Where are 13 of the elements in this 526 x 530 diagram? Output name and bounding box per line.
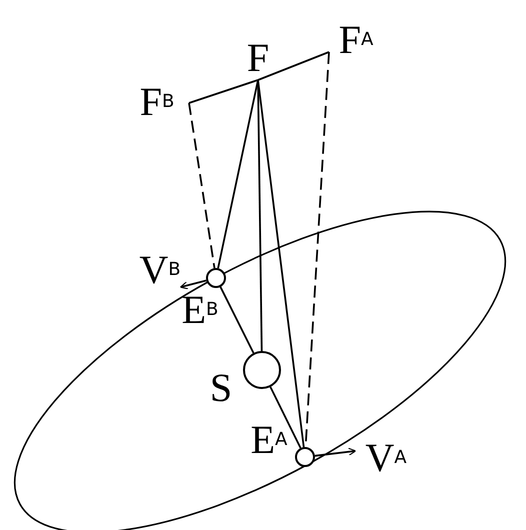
dashed-line <box>188 102 216 268</box>
arrow <box>180 280 207 290</box>
point-label: F <box>242 36 274 80</box>
point-label: S <box>208 366 234 410</box>
line <box>270 386 302 448</box>
circle-point <box>206 268 226 288</box>
line <box>220 286 254 354</box>
line <box>258 51 330 81</box>
circle-point <box>243 351 281 389</box>
line <box>217 80 259 268</box>
arrow <box>314 448 356 457</box>
circle-point <box>295 447 315 467</box>
line <box>188 79 258 104</box>
